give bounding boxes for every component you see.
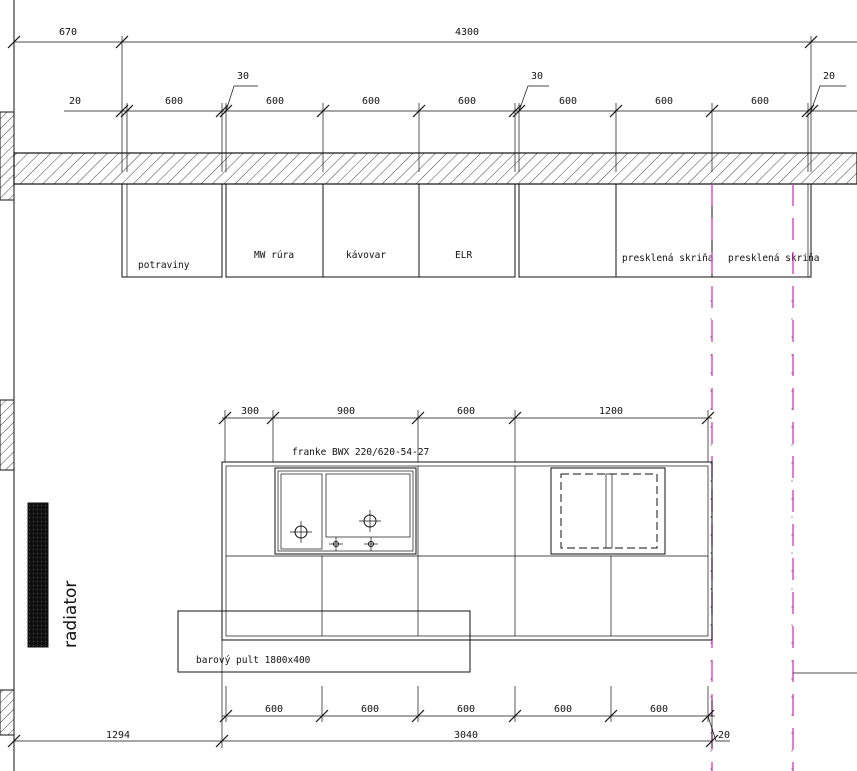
faucet-icon — [329, 537, 343, 551]
dim-island-bottom-2: 600 — [457, 704, 475, 715]
dim-top-overall-0: 670 — [59, 27, 77, 38]
dim-top-module-0: 20 — [69, 96, 81, 107]
radiator-body — [27, 502, 49, 648]
cabinet-label-elr: ELR — [455, 250, 472, 261]
dim-island-bottom-3: 600 — [554, 704, 572, 715]
wall-cabinet — [121, 183, 223, 278]
bar-counter-label: barový pult 1800x400 — [196, 655, 311, 666]
wall-cabinet — [518, 183, 617, 278]
dim-island-top-0: 300 — [241, 406, 259, 417]
sink: franke BWX 220/620-54-27 — [274, 447, 429, 555]
sink-drain-icon — [359, 510, 381, 532]
faucet-icon — [364, 537, 378, 551]
cooktop-divider — [605, 473, 613, 549]
dim-top-module-3: 600 — [362, 96, 380, 107]
top-dimension-chain: 670 4300 20 — [7, 27, 857, 172]
dim-island-bottom-0: 600 — [265, 704, 283, 715]
island-top-dimension-chain: 300 900 600 1200 — [218, 406, 715, 462]
dim-island-bottom-4: 600 — [650, 704, 668, 715]
dim-top-gap-0: 30 — [237, 71, 249, 82]
bar-counter: barový pult 1800x400 — [177, 610, 471, 673]
dim-top-overall-1: 4300 — [455, 27, 479, 38]
sink-bowl — [325, 473, 411, 538]
dim-top-module-1: 600 — [165, 96, 183, 107]
left-wall — [0, 0, 15, 771]
dim-island-bottom-1: 600 — [361, 704, 379, 715]
cooktop — [550, 467, 666, 555]
kitchen-island — [221, 461, 713, 641]
dim-top-gap-1: 30 — [531, 71, 543, 82]
dim-island-top-2: 600 — [457, 406, 475, 417]
sink-label: franke BWX 220/620-54-27 — [292, 447, 429, 458]
wall-cabinet — [322, 183, 420, 278]
sink-drainer — [280, 473, 323, 550]
dim-island-top-3: 1200 — [599, 406, 623, 417]
dim-bottom-overall-2: 20 — [718, 730, 730, 741]
cabinet-label-glass-1: presklená skriňa — [622, 253, 714, 264]
left-wall-segment — [0, 689, 15, 736]
magenta-guides — [711, 184, 794, 771]
sink-drain-icon — [290, 521, 312, 543]
dim-bottom-overall-0: 1294 — [106, 730, 130, 741]
center-guides — [710, 300, 857, 771]
cabinet-label-potraviny: potraviny — [138, 260, 190, 271]
left-wall-segment — [0, 399, 15, 471]
wall-cabinet — [225, 183, 324, 278]
back-wall — [13, 152, 857, 185]
wall-cabinet — [418, 183, 516, 278]
dim-top-module-2: 600 — [266, 96, 284, 107]
dim-top-module-4: 600 — [458, 96, 476, 107]
dim-top-module-7: 600 — [751, 96, 769, 107]
radiator: radiator — [27, 502, 81, 648]
dim-island-top-1: 900 — [337, 406, 355, 417]
cabinet-label-glass-2: presklená skriňa — [728, 253, 820, 264]
radiator-label: radiator — [61, 581, 81, 648]
dim-top-gap-2: 20 — [823, 71, 835, 82]
cabinet-label-mw: MW rúra — [254, 250, 294, 261]
wall-cabinets: potraviny MW rúra kávovar ELR presklená … — [121, 183, 820, 278]
cabinet-label-kavovar: kávovar — [346, 250, 386, 261]
dim-bottom-overall-1: 3040 — [454, 730, 478, 741]
dim-top-module-5: 600 — [559, 96, 577, 107]
bottom-dimension-chain: 600 600 600 600 600 1294 3040 20 — [7, 640, 730, 748]
dim-top-module-6: 600 — [655, 96, 673, 107]
left-wall-segment — [0, 111, 15, 201]
